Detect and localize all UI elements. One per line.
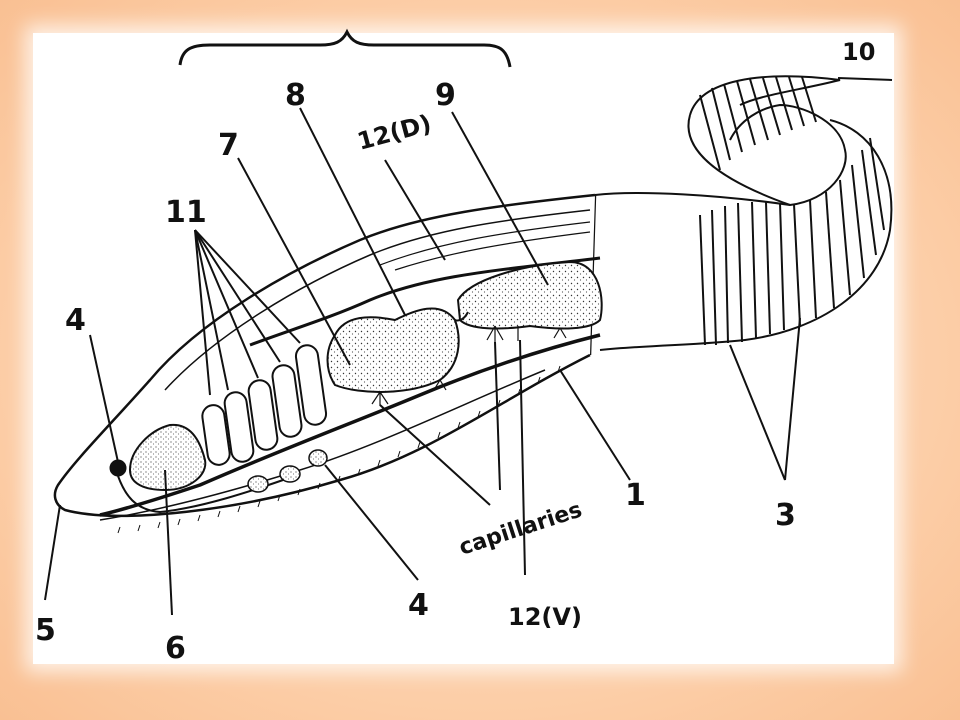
label-11: 11 [165, 195, 207, 230]
label-3: 3 [775, 498, 796, 533]
aortic-arches [201, 344, 328, 466]
crop-and-gizzard [326, 260, 603, 393]
label-12d: 12(D) [354, 109, 434, 156]
label-9: 9 [435, 78, 456, 113]
label-5: 5 [35, 613, 56, 648]
label-10: 10 [842, 38, 875, 66]
segment-brace [178, 28, 512, 68]
label-6: 6 [165, 631, 186, 666]
pharynx [128, 423, 207, 492]
label-4-bottom: 4 [408, 588, 429, 623]
seminal-receptacles [247, 449, 328, 493]
label-4-top: 4 [65, 303, 86, 338]
leader-lines [44, 77, 893, 616]
label-12v: 12(V) [508, 603, 582, 631]
label-1: 1 [625, 478, 646, 513]
worm-tail [588, 75, 893, 356]
label-capillaries: capillaries [456, 498, 585, 561]
label-7: 7 [218, 128, 239, 163]
label-8: 8 [285, 78, 306, 113]
capillary-network [371, 325, 567, 406]
